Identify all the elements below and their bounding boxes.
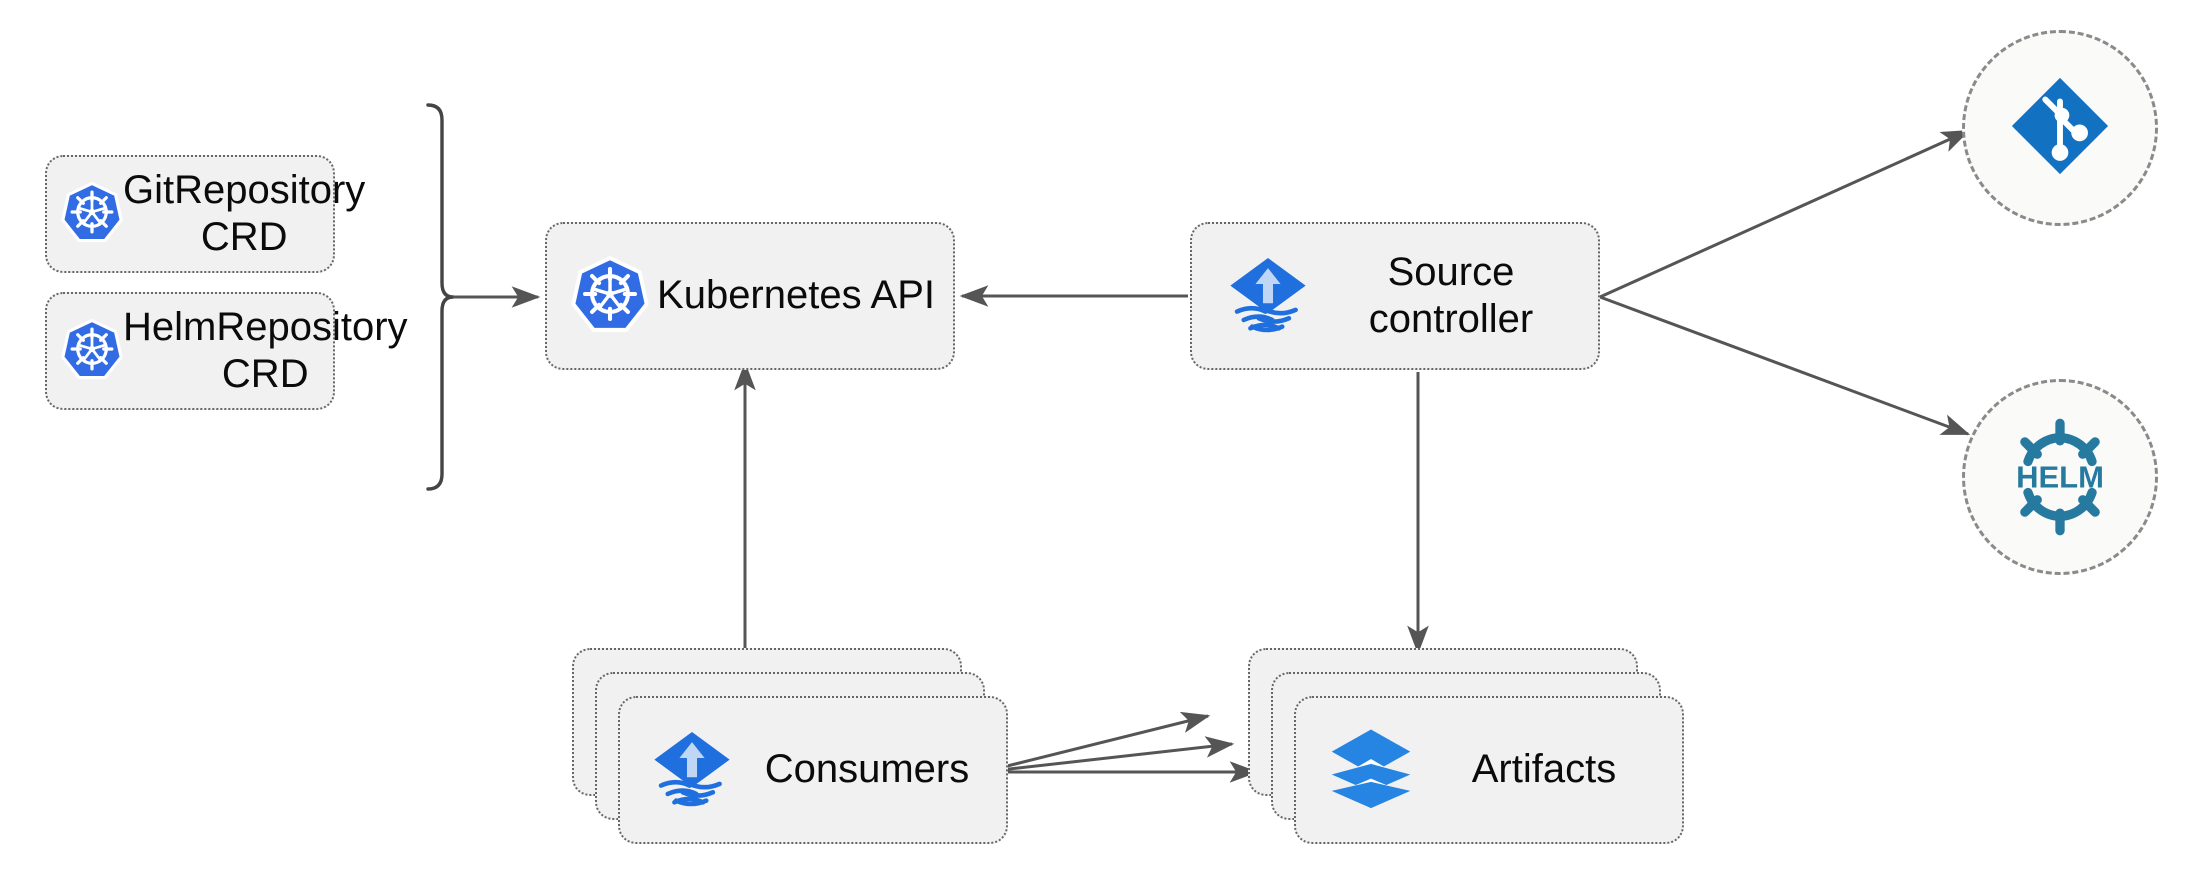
node-artifacts[interactable]: Artifacts xyxy=(1294,696,1684,844)
flux-icon xyxy=(1222,248,1314,345)
node-label: Source controller xyxy=(1368,249,1534,341)
git-icon xyxy=(2006,72,2114,185)
node-label: GitRepository CRD xyxy=(123,167,366,259)
node-label: Artifacts xyxy=(1471,747,1617,792)
wire-source-controller-to-helm xyxy=(1599,295,1971,436)
layers-icon xyxy=(1326,723,1416,818)
crd-group-bracket xyxy=(426,103,455,491)
external-helm-repository[interactable]: HELM xyxy=(1962,379,2158,575)
node-kubernetes-api[interactable]: Kubernetes API xyxy=(545,222,955,370)
node-label: Kubernetes API xyxy=(657,273,935,318)
flux-icon xyxy=(646,722,738,819)
node-label: HelmRepository CRD xyxy=(123,304,408,396)
kubernetes-icon xyxy=(61,318,123,385)
helm-wordmark: HELM xyxy=(2016,459,2104,494)
node-helmrepository-crd[interactable]: HelmRepository CRD xyxy=(45,292,408,410)
node-consumers[interactable]: Consumers xyxy=(618,696,1008,844)
wire-consumers-to-artifacts-middle xyxy=(982,736,1235,774)
wire-consumers-to-artifacts-top xyxy=(982,711,1211,774)
kubernetes-icon xyxy=(571,255,649,338)
wire-source-controller-to-git xyxy=(1599,129,1971,299)
node-label: Consumers xyxy=(764,747,970,792)
helm-icon: HELM xyxy=(1998,415,2122,539)
kubernetes-icon xyxy=(61,181,123,248)
node-source-controller[interactable]: Source controller xyxy=(1190,222,1600,370)
node-gitrepository-crd[interactable]: GitRepository CRD xyxy=(45,155,365,273)
external-git-repository[interactable] xyxy=(1962,30,2158,226)
